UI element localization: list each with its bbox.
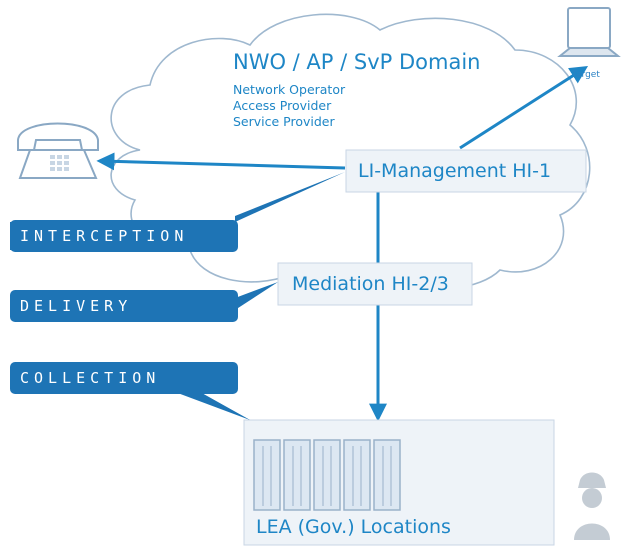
cloud-title: NWO / AP / SvP Domain <box>233 50 481 74</box>
server-building-icon <box>253 439 401 511</box>
interception-tag-shape <box>10 172 345 252</box>
laptop-icon <box>557 7 621 57</box>
delivery-tag-shape <box>10 282 278 322</box>
phone-arrow <box>96 152 346 171</box>
telephone-icon <box>17 122 99 179</box>
li-management-label: LI-Management HI-1 <box>358 160 552 182</box>
target-arrow <box>459 66 589 150</box>
lea-locations-label: LEA (Gov.) Locations <box>256 516 451 538</box>
officer-icon <box>574 472 610 540</box>
cloud-line-access-provider: Access Provider <box>233 98 332 113</box>
interception-tag-label: INTERCEPTION <box>20 227 189 245</box>
collection-tag-shape <box>10 362 250 420</box>
target-label: Target <box>572 70 600 80</box>
li-management-box <box>345 149 587 193</box>
collection-tag-label: COLLECTION <box>20 369 161 387</box>
cloud-line-service-provider: Service Provider <box>233 114 335 129</box>
mediation-label: Mediation HI-2/3 <box>292 273 449 295</box>
cloud-line-network-operator: Network Operator <box>233 82 346 97</box>
delivery-tag-label: DELIVERY <box>20 297 133 315</box>
mediation-box <box>277 262 473 306</box>
